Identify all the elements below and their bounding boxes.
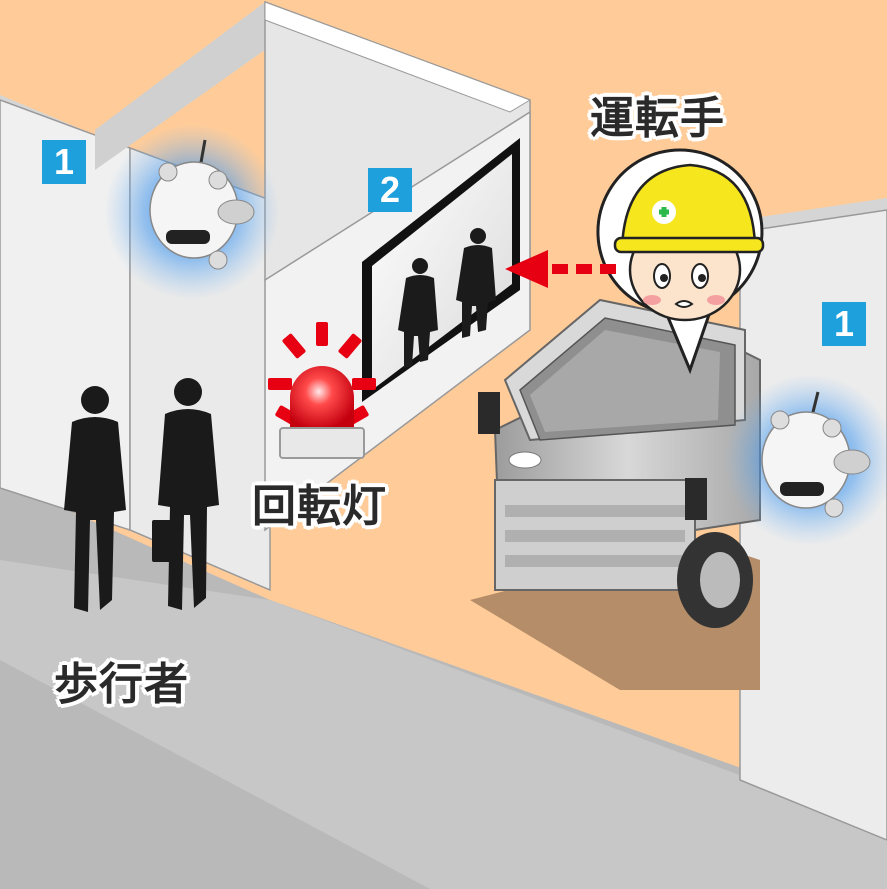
pedestrian-icon	[64, 378, 219, 612]
corridor-back-wall	[95, 2, 265, 170]
corridor-top	[264, 1, 532, 113]
driver-label: 運転手	[590, 93, 725, 144]
right-wall-top	[740, 198, 887, 234]
badge-display: 2	[368, 168, 412, 212]
badge-left-sensor: 1	[42, 140, 86, 184]
pedestrian-label: 歩行者	[54, 659, 189, 710]
rotating-light-label: 回転灯	[252, 481, 387, 532]
arrow-icon	[505, 250, 616, 288]
driver-icon	[596, 148, 765, 375]
sensor-icon	[724, 374, 887, 546]
badge-right-sensor: 1	[822, 302, 866, 346]
display-screen-icon	[362, 138, 520, 402]
rotating-light-icon	[268, 322, 376, 459]
sensor-icon	[104, 124, 280, 300]
aisle-floor-light	[0, 560, 887, 889]
